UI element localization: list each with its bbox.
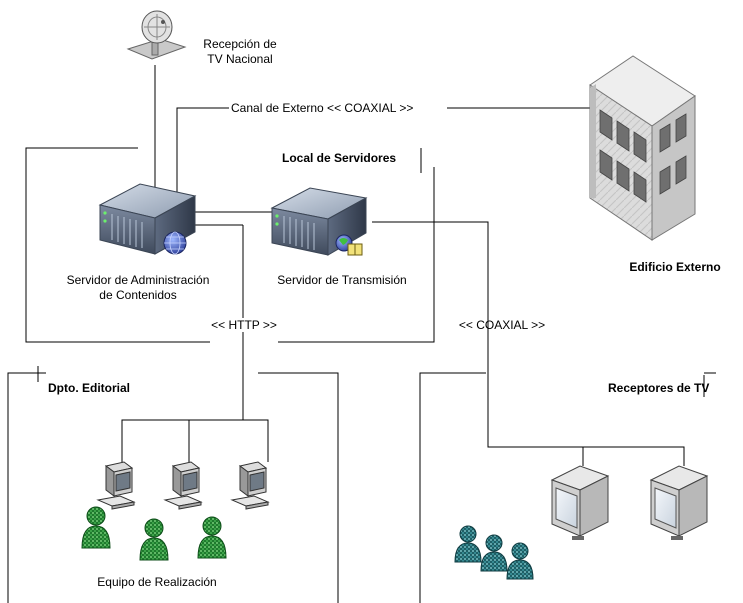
- user-icon: [81, 506, 111, 549]
- workstation-icon: [96, 461, 136, 510]
- admin-server-icon: [98, 183, 197, 255]
- external-channel-label: Canal de Externo << COAXIAL >>: [229, 101, 416, 115]
- tv-icon: [649, 465, 709, 540]
- external-building-label: Edificio Externo: [629, 260, 721, 274]
- workstation-icon: [163, 461, 203, 510]
- zone-boundaries: [7, 147, 716, 603]
- admin-server-line1: Servidor de Administración: [66, 273, 210, 287]
- coaxial-link-label: << COAXIAL >>: [458, 318, 546, 332]
- tv-reception-line2: TV Nacional: [207, 52, 273, 66]
- transmission-server-icon: [270, 187, 368, 256]
- http-link-label: << HTTP >>: [209, 318, 279, 332]
- admin-server-line2: de Contenidos: [99, 288, 177, 302]
- tv-reception-line1: Recepción de: [203, 37, 277, 51]
- satellite-dish-icon: [126, 10, 187, 60]
- building-icon: [589, 55, 696, 241]
- tv-icon: [550, 465, 610, 540]
- transmission-server-label: Servidor de Transmisión: [277, 273, 407, 287]
- editorial-dept-title: Dpto. Editorial: [48, 381, 130, 395]
- tv-receivers-title: Receptores de TV: [608, 381, 710, 395]
- production-team-label: Equipo de Realización: [97, 575, 217, 589]
- tv-reception-label: Recepción de TV Nacional: [203, 37, 276, 67]
- server-room-title: Local de Servidores: [282, 151, 397, 165]
- connection-lines: [121, 65, 685, 466]
- workstation-icon: [230, 461, 270, 510]
- user-icon: [139, 518, 169, 561]
- admin-server-label: Servidor de Administración de Contenidos: [67, 273, 210, 303]
- user-icon: [197, 516, 227, 559]
- viewers-group-icon: [454, 525, 534, 580]
